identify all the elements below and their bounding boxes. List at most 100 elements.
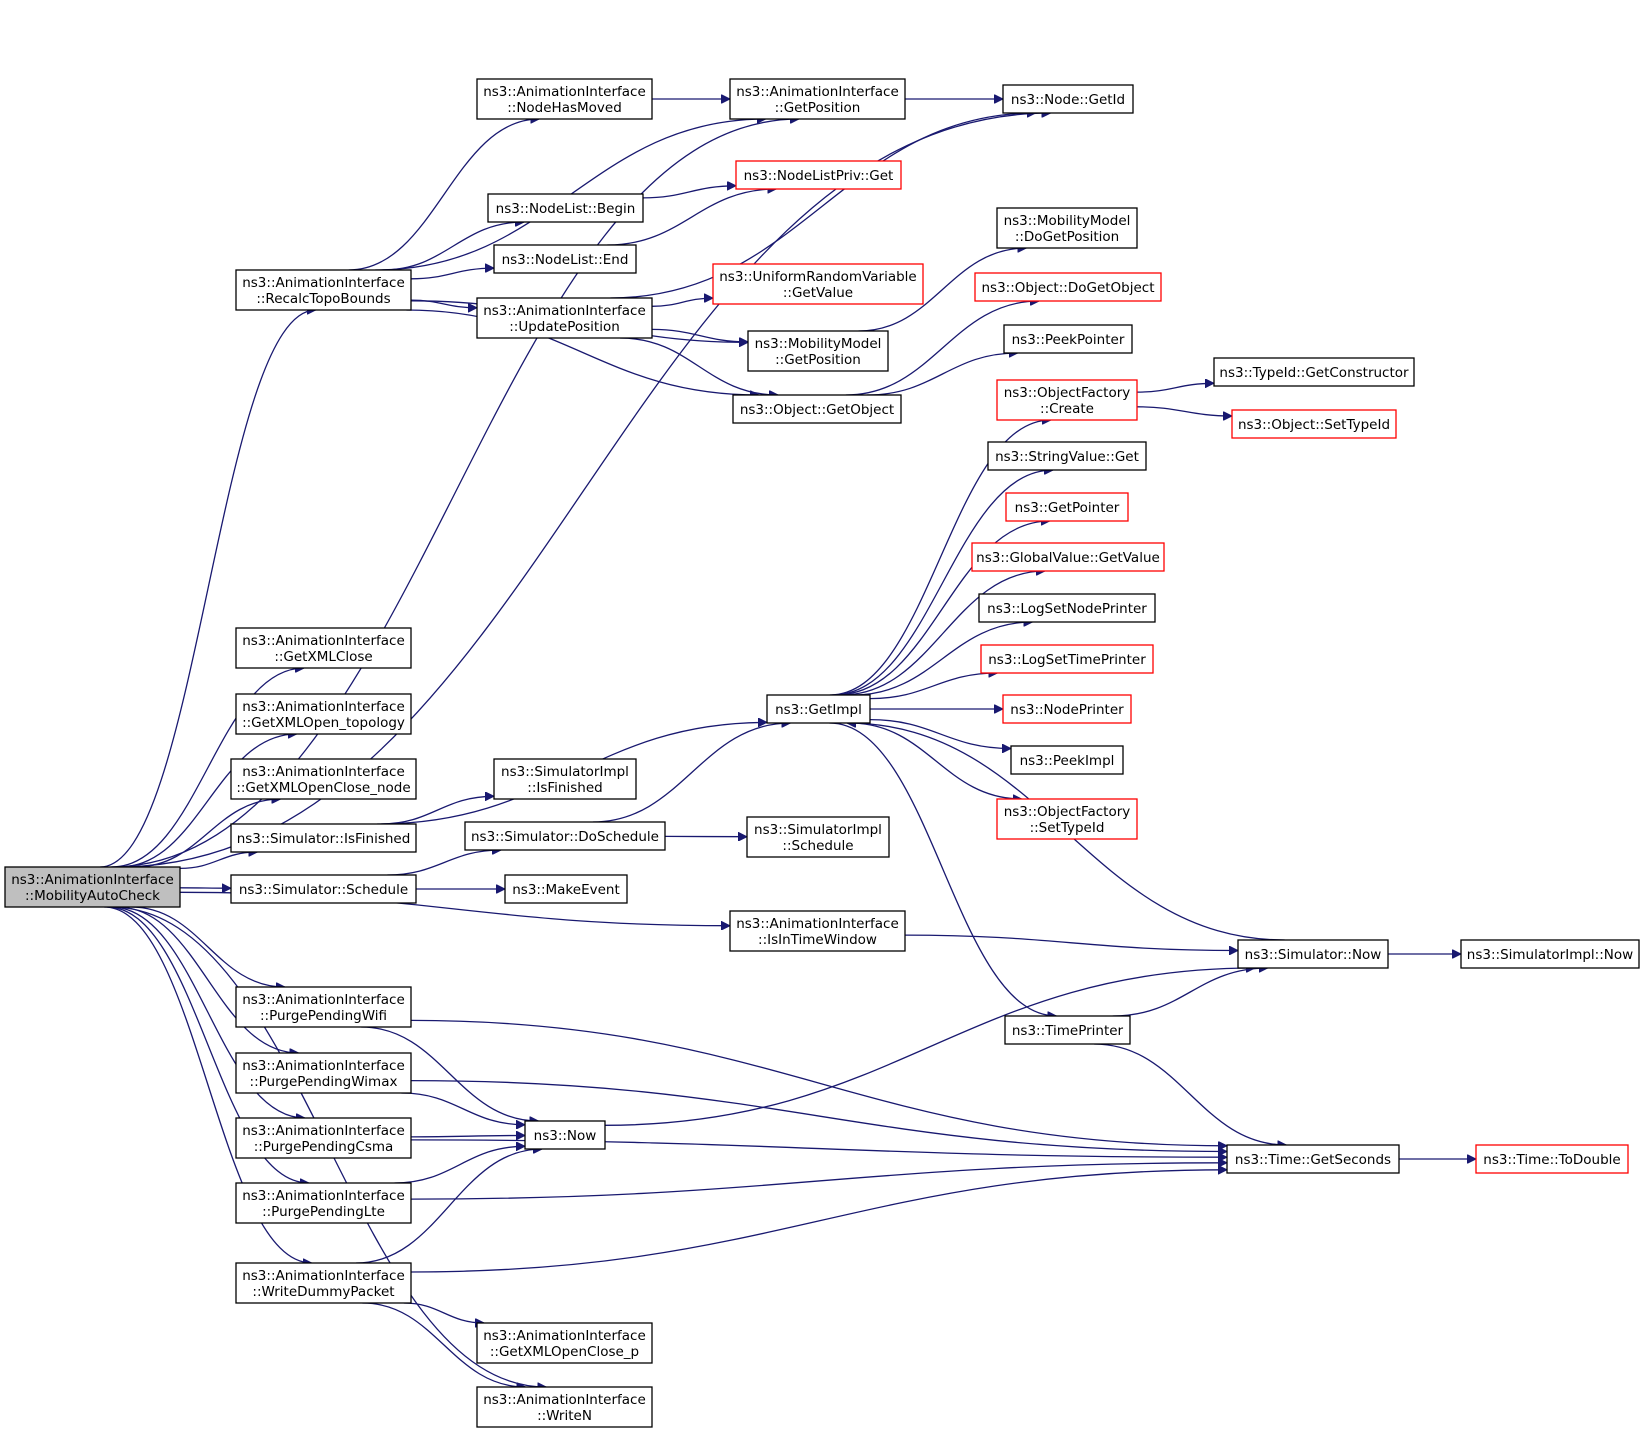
node-objectfactory_settypeid[interactable]: ns3::ObjectFactory::SetTypeId — [996, 798, 1138, 840]
node-getxmlopen_topology[interactable]: ns3::AnimationInterface::GetXMLOpen_topo… — [235, 693, 412, 735]
node-box[interactable] — [230, 874, 417, 904]
node-box[interactable] — [1226, 1144, 1400, 1174]
node-object_dogetobject[interactable]: ns3::Object::DoGetObject — [974, 272, 1162, 302]
node-box[interactable] — [1231, 409, 1397, 439]
node-box[interactable] — [732, 394, 902, 424]
node-getpointer[interactable]: ns3::GetPointer — [1005, 492, 1129, 522]
node-box[interactable] — [971, 542, 1165, 572]
node-box[interactable] — [729, 910, 906, 952]
node-recalctopobounds[interactable]: ns3::AnimationInterface::RecalcTopoBound… — [235, 269, 412, 311]
node-simulator_doschedule[interactable]: ns3::Simulator::DoSchedule — [464, 821, 666, 851]
node-box[interactable] — [235, 986, 412, 1028]
node-peekimpl[interactable]: ns3::PeekImpl — [1010, 745, 1124, 775]
node-simimpl_schedule[interactable]: ns3::SimulatorImpl::Schedule — [746, 816, 890, 858]
node-logsetnodeprinter[interactable]: ns3::LogSetNodePrinter — [978, 593, 1156, 623]
node-getxmlopenclose_p[interactable]: ns3::AnimationInterface::GetXMLOpenClose… — [476, 1322, 653, 1364]
node-makeevent[interactable]: ns3::MakeEvent — [504, 874, 628, 904]
node-box[interactable] — [1005, 492, 1129, 522]
node-peekpointer[interactable]: ns3::PeekPointer — [1003, 324, 1133, 354]
node-box[interactable] — [746, 816, 890, 858]
node-box[interactable] — [235, 1262, 412, 1304]
node-mm_dogetposition[interactable]: ns3::MobilityModel::DoGetPosition — [996, 207, 1138, 249]
node-box[interactable] — [230, 758, 417, 800]
node-box[interactable] — [524, 1120, 606, 1150]
node-nodelist_begin[interactable]: ns3::NodeList::Begin — [487, 193, 644, 223]
node-stringvalue_get[interactable]: ns3::StringValue::Get — [987, 441, 1147, 471]
node-box[interactable] — [464, 821, 666, 851]
node-box[interactable] — [978, 593, 1156, 623]
node-box[interactable] — [487, 193, 644, 223]
node-nodelistpriv_get[interactable]: ns3::NodeListPriv::Get — [735, 160, 902, 190]
node-box[interactable] — [996, 207, 1138, 249]
node-nodelist_end[interactable]: ns3::NodeList::End — [493, 244, 637, 274]
node-timeprinter[interactable]: ns3::TimePrinter — [1004, 1015, 1131, 1045]
node-box[interactable] — [235, 269, 412, 311]
node-box[interactable] — [476, 78, 653, 120]
node-globalvalue_getvalue[interactable]: ns3::GlobalValue::GetValue — [971, 542, 1165, 572]
node-box[interactable] — [235, 1117, 412, 1159]
node-box[interactable] — [235, 693, 412, 735]
node-box[interactable] — [504, 874, 628, 904]
node-box[interactable] — [747, 330, 889, 372]
node-updateposition[interactable]: ns3::AnimationInterface::UpdatePosition — [476, 297, 653, 339]
node-simulator_schedule[interactable]: ns3::Simulator::Schedule — [230, 874, 417, 904]
node-box[interactable] — [766, 694, 871, 724]
node-typeid_getconstructor[interactable]: ns3::TypeId::GetConstructor — [1213, 357, 1415, 387]
node-box[interactable] — [230, 823, 417, 853]
node-box[interactable] — [1004, 1015, 1131, 1045]
node-object_getobject[interactable]: ns3::Object::GetObject — [732, 394, 902, 424]
node-time_getseconds[interactable]: ns3::Time::GetSeconds — [1226, 1144, 1400, 1174]
node-box[interactable] — [1010, 745, 1124, 775]
node-box[interactable] — [4, 866, 181, 908]
node-box[interactable] — [987, 441, 1147, 471]
node-nodehasmoved[interactable]: ns3::AnimationInterface::NodeHasMoved — [476, 78, 653, 120]
node-writedummypacket[interactable]: ns3::AnimationInterface::WriteDummyPacke… — [235, 1262, 412, 1304]
node-box[interactable] — [493, 244, 637, 274]
node-uniformrandom_getvalue[interactable]: ns3::UniformRandomVariable::GetValue — [712, 263, 924, 305]
node-purgependingcsma[interactable]: ns3::AnimationInterface::PurgePendingCsm… — [235, 1117, 412, 1159]
node-purgependinglte[interactable]: ns3::AnimationInterface::PurgePendingLte — [235, 1182, 412, 1224]
node-purgependingwifi[interactable]: ns3::AnimationInterface::PurgePendingWif… — [235, 986, 412, 1028]
node-getimpl[interactable]: ns3::GetImpl — [766, 694, 871, 724]
node-box[interactable] — [1003, 324, 1133, 354]
node-now[interactable]: ns3::Now — [524, 1120, 606, 1150]
node-simulator_isfinished[interactable]: ns3::Simulator::IsFinished — [230, 823, 417, 853]
node-purgependingwimax[interactable]: ns3::AnimationInterface::PurgePendingWim… — [235, 1052, 412, 1094]
node-isintimewindow[interactable]: ns3::AnimationInterface::IsInTimeWindow — [729, 910, 906, 952]
node-object_settypeid[interactable]: ns3::Object::SetTypeId — [1231, 409, 1397, 439]
node-box[interactable] — [1237, 939, 1389, 969]
node-box[interactable] — [493, 758, 637, 800]
node-time_todouble[interactable]: ns3::Time::ToDouble — [1475, 1144, 1629, 1174]
node-getposition[interactable]: ns3::AnimationInterface::GetPosition — [729, 78, 906, 120]
node-box[interactable] — [235, 627, 412, 669]
node-simimpl_isfinished[interactable]: ns3::SimulatorImpl::IsFinished — [493, 758, 637, 800]
node-box[interactable] — [974, 272, 1162, 302]
node-box[interactable] — [476, 1386, 653, 1428]
node-nodeprinter[interactable]: ns3::NodePrinter — [1002, 694, 1132, 724]
node-box[interactable] — [235, 1052, 412, 1094]
node-box[interactable] — [1460, 939, 1640, 969]
node-getxmlclose[interactable]: ns3::AnimationInterface::GetXMLClose — [235, 627, 412, 669]
node-box[interactable] — [712, 263, 924, 305]
node-box[interactable] — [1213, 357, 1415, 387]
node-mm_getposition[interactable]: ns3::MobilityModel::GetPosition — [747, 330, 889, 372]
node-box[interactable] — [1475, 1144, 1629, 1174]
node-box[interactable] — [476, 297, 653, 339]
node-box[interactable] — [729, 78, 906, 120]
node-writen[interactable]: ns3::AnimationInterface::WriteN — [476, 1386, 653, 1428]
node-logsettimeprinter[interactable]: ns3::LogSetTimePrinter — [980, 644, 1154, 674]
node-objectfactory_create[interactable]: ns3::ObjectFactory::Create — [996, 379, 1138, 421]
node-simulator_now[interactable]: ns3::Simulator::Now — [1237, 939, 1389, 969]
node-simimpl_now[interactable]: ns3::SimulatorImpl::Now — [1460, 939, 1640, 969]
node-box[interactable] — [1002, 84, 1134, 114]
node-node_getid[interactable]: ns3::Node::GetId — [1002, 84, 1134, 114]
node-box[interactable] — [476, 1322, 653, 1364]
node-box[interactable] — [1002, 694, 1132, 724]
node-box[interactable] — [235, 1182, 412, 1224]
node-box[interactable] — [996, 379, 1138, 421]
node-box[interactable] — [980, 644, 1154, 674]
node-getxmlopenclose_node[interactable]: ns3::AnimationInterface::GetXMLOpenClose… — [230, 758, 417, 800]
node-mobilityautocheck[interactable]: ns3::AnimationInterface::MobilityAutoChe… — [4, 866, 181, 908]
node-box[interactable] — [735, 160, 902, 190]
node-box[interactable] — [996, 798, 1138, 840]
